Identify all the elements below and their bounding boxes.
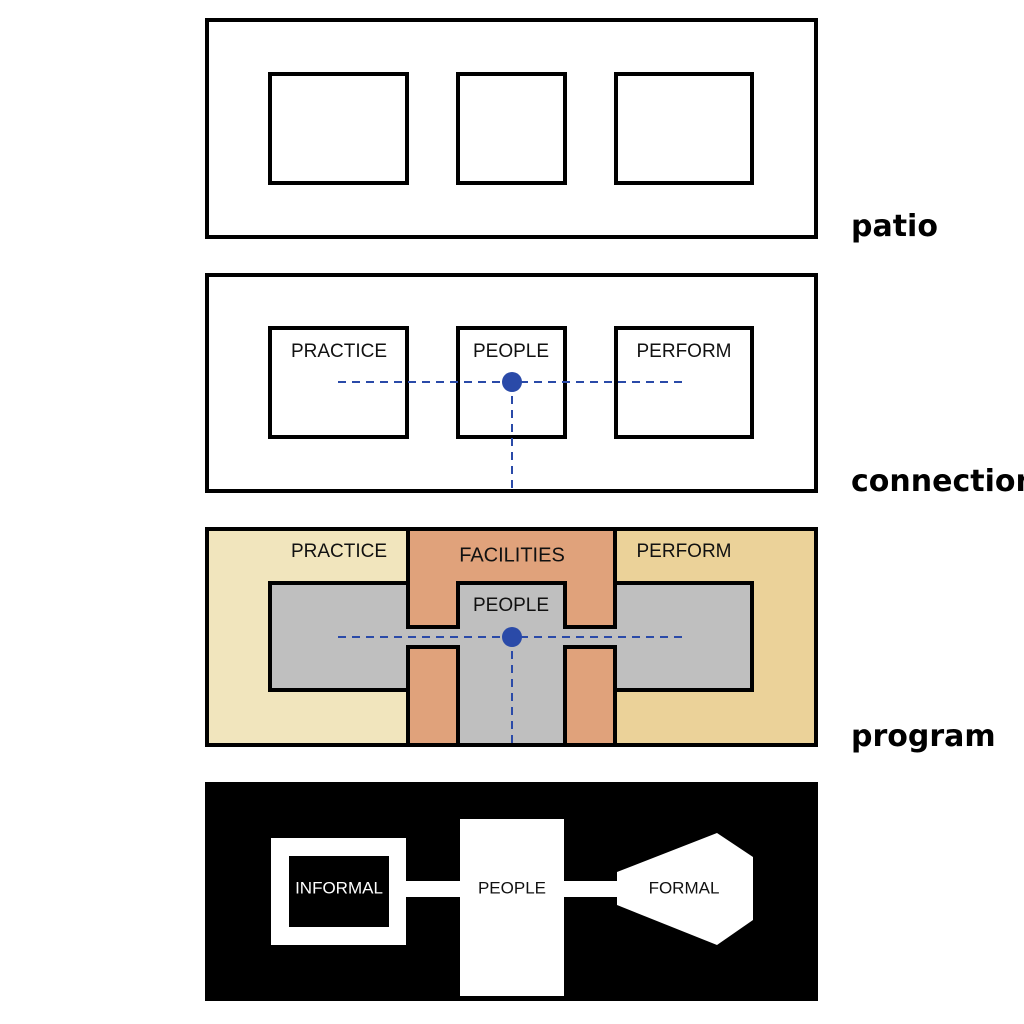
patio-room-right <box>614 72 754 185</box>
patio-room-left <box>268 72 409 185</box>
program-label-people: PEOPLE <box>473 595 549 616</box>
program-facilities-left-post <box>406 645 460 747</box>
connection-label-perform: PERFORM <box>637 341 732 362</box>
scheme-label-formal: FORMAL <box>649 878 720 897</box>
connection-label-practice: PRACTICE <box>291 341 387 362</box>
scheme-label-informal: INFORMAL <box>295 878 383 897</box>
patio-panel <box>205 18 818 239</box>
program-node <box>502 627 522 647</box>
program-facilities-top <box>406 527 617 629</box>
connection-node <box>502 372 522 392</box>
program-label-facilities: FACILITIES <box>459 544 565 566</box>
program-facilities-right-post <box>563 645 617 747</box>
scheme-formal-shape <box>617 833 753 945</box>
scheme-left-connector <box>404 881 462 897</box>
program-panel: PRACTICE FACILITIES PEOPLE PERFORM <box>205 527 818 747</box>
connection-panel: PRACTICE PEOPLE PERFORM <box>205 273 818 493</box>
patio-caption: patio <box>851 209 938 244</box>
program-caption: program <box>851 719 996 754</box>
scheme-panel: INFORMAL PEOPLE FORMAL <box>205 782 818 1001</box>
connection-caption: connection <box>851 464 1024 499</box>
program-label-practice: PRACTICE <box>291 541 387 562</box>
scheme-informal-core <box>289 856 389 927</box>
scheme-right-connector <box>562 881 622 897</box>
scheme-people-block <box>460 819 564 996</box>
program-label-perform: PERFORM <box>637 541 732 562</box>
connection-label-people: PEOPLE <box>473 341 549 362</box>
program-frame <box>205 527 818 747</box>
patio-room-center <box>456 72 567 185</box>
scheme-label-people: PEOPLE <box>478 878 546 897</box>
